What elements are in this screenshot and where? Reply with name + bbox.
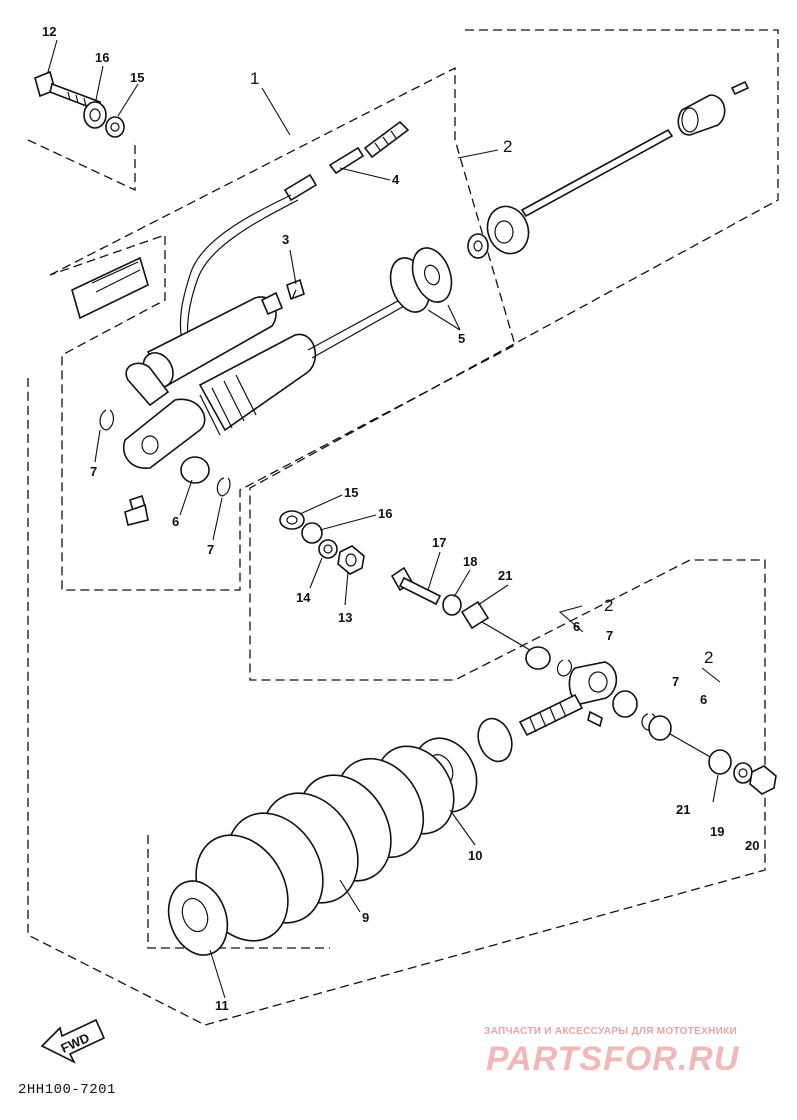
callout-7-b: 7 bbox=[207, 542, 214, 557]
diagram-code: 2HH100-7201 bbox=[18, 1082, 116, 1098]
inner-boundary-assembly-1 bbox=[49, 66, 516, 591]
seal-cap bbox=[486, 205, 530, 255]
shock-body bbox=[123, 289, 421, 469]
callout-2-top: 2 bbox=[503, 137, 512, 156]
callout-6-mid: 6 bbox=[573, 619, 580, 634]
callout-7-a: 7 bbox=[90, 464, 97, 479]
locknuts-5 bbox=[389, 247, 453, 313]
washer-19 bbox=[733, 762, 753, 784]
collar-21-mid bbox=[460, 600, 490, 630]
callout-6-left: 6 bbox=[172, 514, 179, 529]
leader-line-right-axis bbox=[669, 733, 713, 759]
circlip-7-b bbox=[216, 477, 231, 497]
callout-17: 17 bbox=[432, 535, 446, 550]
callout-5: 5 bbox=[458, 331, 465, 346]
callout-15-mid: 15 bbox=[344, 485, 358, 500]
bushing-6-b bbox=[525, 646, 551, 670]
watermark-tagline: ЗАПЧАСТИ И АКСЕССУАРЫ ДЛЯ МОТОТЕХНИКИ bbox=[484, 1026, 737, 1037]
circlip-7-c bbox=[556, 659, 573, 677]
damper-adjuster-cable-4 bbox=[179, 120, 410, 341]
callout-9: 9 bbox=[362, 910, 369, 925]
washer-15-top bbox=[105, 116, 125, 138]
callout-labels: 1 2 2 2 3 4 5 6 6 6 7 7 7 7 9 10 11 12 1… bbox=[42, 24, 759, 1013]
lower-clevis bbox=[568, 661, 618, 728]
callout-10: 10 bbox=[468, 848, 482, 863]
callout-2-right: 2 bbox=[704, 648, 713, 667]
adjuster-threads bbox=[518, 693, 584, 737]
washer-15-mid bbox=[279, 510, 305, 530]
leader-line-bolt-axis bbox=[481, 621, 531, 651]
washer-18 bbox=[442, 594, 462, 616]
callout-3: 3 bbox=[282, 232, 289, 247]
callout-12: 12 bbox=[42, 24, 56, 39]
nut-13 bbox=[337, 545, 365, 575]
collar-21-right bbox=[708, 749, 732, 775]
callout-14: 14 bbox=[296, 590, 311, 605]
callout-6-right: 6 bbox=[700, 692, 707, 707]
callout-18: 18 bbox=[463, 554, 477, 569]
bushing-6-d bbox=[648, 715, 672, 741]
oil-seal bbox=[467, 233, 489, 259]
callout-15-top: 15 bbox=[130, 70, 144, 85]
pushrod bbox=[520, 128, 674, 218]
bump-rubber bbox=[677, 94, 726, 136]
washer-16-mid bbox=[301, 522, 323, 544]
callout-7-d: 7 bbox=[672, 674, 679, 689]
bolt-boundary bbox=[27, 139, 136, 192]
callout-16-top: 16 bbox=[95, 50, 109, 65]
washer-16-top bbox=[83, 101, 107, 129]
callout-21-mid: 21 bbox=[498, 568, 512, 583]
callout-16-mid: 16 bbox=[378, 506, 392, 521]
bushing-6-c-right bbox=[612, 690, 638, 718]
spring-adjuster-ring bbox=[477, 717, 513, 763]
bushing-6-a bbox=[180, 456, 210, 484]
bolt-17 bbox=[390, 566, 442, 606]
assembly-boundaries bbox=[27, 29, 779, 1026]
callout-20: 20 bbox=[745, 838, 759, 853]
leader-lines bbox=[47, 39, 721, 999]
washer-14 bbox=[318, 539, 338, 559]
callout-21-right: 21 bbox=[676, 802, 690, 817]
spring-boundary bbox=[147, 835, 330, 949]
callout-1: 1 bbox=[250, 69, 259, 88]
callout-7-c: 7 bbox=[606, 628, 613, 643]
pin bbox=[730, 80, 750, 96]
outer-boundary bbox=[27, 29, 779, 1026]
circlip-7-a bbox=[99, 409, 115, 431]
watermark-logo: PARTSFOR.RU bbox=[486, 1040, 740, 1078]
nut-20 bbox=[749, 765, 777, 795]
callout-2-mid: 2 bbox=[604, 596, 613, 615]
callout-13: 13 bbox=[338, 610, 352, 625]
callout-4: 4 bbox=[392, 172, 400, 187]
grease-nipple bbox=[124, 494, 149, 526]
fwd-arrow-icon: FWD bbox=[40, 1018, 106, 1064]
callout-19: 19 bbox=[710, 824, 724, 839]
callout-11: 11 bbox=[215, 998, 229, 1013]
label-plate bbox=[71, 256, 149, 320]
